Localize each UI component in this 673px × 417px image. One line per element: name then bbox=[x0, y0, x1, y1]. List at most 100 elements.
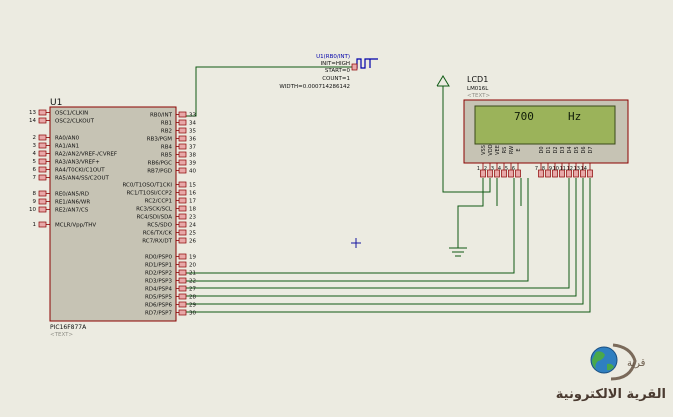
mcu-pin-label: RA2/AN2/VREF-/CVREF bbox=[55, 152, 117, 158]
mcu-pin-28[interactable] bbox=[178, 293, 187, 300]
mcu-pin-33[interactable] bbox=[178, 111, 187, 118]
mcu-pin-17[interactable] bbox=[178, 197, 187, 204]
wires bbox=[186, 66, 591, 313]
mcu-pin-21[interactable] bbox=[178, 269, 187, 276]
mcu-pin-39[interactable] bbox=[178, 159, 187, 166]
generator-pin bbox=[351, 63, 358, 71]
wire-rd7-d7[interactable] bbox=[186, 178, 591, 313]
mcu-pin-label: RD1/PSP1 bbox=[145, 263, 172, 269]
mcu-pin-40[interactable] bbox=[178, 167, 187, 174]
lcd-pin-14[interactable] bbox=[587, 169, 593, 178]
wire-vss[interactable] bbox=[457, 178, 484, 248]
lcd-module[interactable]: LCD1 LM016L <TEXT> 700 Hz VSS1VDD2VEE3RS… bbox=[463, 75, 629, 178]
lcd-pin-11[interactable] bbox=[566, 169, 572, 178]
lcd-pin-2[interactable] bbox=[487, 169, 493, 178]
mcu-pin-label: RB2 bbox=[161, 129, 172, 135]
lcd-pin-4[interactable] bbox=[501, 169, 507, 178]
pulse-generator[interactable]: U1(RB0/INT) INIT=HIGH START=0 COUNT=1 WI… bbox=[279, 54, 378, 90]
lcd-pin-5[interactable] bbox=[508, 169, 514, 178]
mcu-pin-18[interactable] bbox=[178, 205, 187, 212]
mcu-pin-26[interactable] bbox=[178, 237, 187, 244]
lcd-pin-number: 9 bbox=[549, 166, 552, 172]
lcd-pin-9[interactable] bbox=[552, 169, 558, 178]
mcu-pin-number: 39 bbox=[189, 161, 196, 167]
lcd-pin-6[interactable] bbox=[515, 169, 521, 178]
mcu-pin-number: 3 bbox=[33, 143, 37, 149]
wire-rb0-generator[interactable] bbox=[186, 66, 352, 117]
lcd-pin-13[interactable] bbox=[580, 169, 586, 178]
wire-rd3-e[interactable] bbox=[186, 178, 529, 282]
mcu-pin-number: 4 bbox=[33, 151, 37, 157]
lcd-pin-number: 4 bbox=[498, 166, 501, 172]
mcu-pin-5[interactable] bbox=[38, 158, 47, 165]
mcu-pin-13[interactable] bbox=[38, 109, 47, 116]
lcd-pin-number: 2 bbox=[484, 166, 487, 172]
lcd-pin-number: 1 bbox=[477, 166, 480, 172]
lcd-pin-label: D3 bbox=[560, 146, 566, 153]
lcd-pin-10[interactable] bbox=[559, 169, 565, 178]
mcu-pin-4[interactable] bbox=[38, 150, 47, 157]
lcd-pin-number: 8 bbox=[542, 166, 545, 172]
mcu-pin-number: 28 bbox=[189, 295, 196, 301]
lcd-pin-7[interactable] bbox=[538, 169, 544, 178]
mcu-pin-10[interactable] bbox=[38, 206, 47, 213]
mcu-pin-number: 16 bbox=[189, 191, 196, 197]
mcu-pin-label: RC4/SDI/SDA bbox=[137, 215, 173, 221]
mcu-pin-number: 14 bbox=[29, 118, 36, 124]
mcu-pin-38[interactable] bbox=[178, 151, 187, 158]
mcu-pin-36[interactable] bbox=[178, 135, 187, 142]
mcu-pin-15[interactable] bbox=[178, 181, 187, 188]
ground-symbol bbox=[449, 247, 467, 257]
mcu-pin-1[interactable] bbox=[38, 221, 47, 228]
lcd-pin-12[interactable] bbox=[573, 169, 579, 178]
lcd-pin-number: 7 bbox=[535, 166, 538, 172]
mcu-pin-20[interactable] bbox=[178, 261, 187, 268]
mcu-pin-27[interactable] bbox=[178, 285, 187, 292]
mcu-pin-label: RA3/AN3/VREF+ bbox=[55, 160, 100, 166]
wire-rd2-rs[interactable] bbox=[186, 178, 515, 274]
wire-vdd[interactable] bbox=[442, 86, 491, 193]
mcu-body bbox=[49, 106, 177, 322]
wire-rd6-d6[interactable] bbox=[186, 178, 584, 305]
mcu-pin-30[interactable] bbox=[178, 309, 187, 316]
mcu-pin-25[interactable] bbox=[178, 229, 187, 236]
wire-rd5-d5[interactable] bbox=[186, 178, 577, 297]
mcu-pin-34[interactable] bbox=[178, 119, 187, 126]
mcu-pin-2[interactable] bbox=[38, 134, 47, 141]
mcu-pin-3[interactable] bbox=[38, 142, 47, 149]
generator-param-init: INIT=HIGH bbox=[321, 61, 350, 67]
lcd-pin-number: 14 bbox=[581, 166, 587, 172]
mcu-pin-37[interactable] bbox=[178, 143, 187, 150]
mcu-pin-label: RC7/RX/DT bbox=[142, 239, 172, 245]
mcu-pin-8[interactable] bbox=[38, 190, 47, 197]
mcu-right-pins: 33RB0/INT34RB135RB236RB3/PGM37RB438RB539… bbox=[122, 111, 196, 317]
mcu-pin-9[interactable] bbox=[38, 198, 47, 205]
mcu-pin-number: 1 bbox=[33, 222, 37, 228]
lcd-pin-8[interactable] bbox=[545, 169, 551, 178]
mcu-pin-14[interactable] bbox=[38, 117, 47, 124]
lcd-pin-3[interactable] bbox=[494, 169, 500, 178]
lcd-pin-number: 3 bbox=[491, 166, 494, 172]
mcu-pin-22[interactable] bbox=[178, 277, 187, 284]
mcu-pin-19[interactable] bbox=[178, 253, 187, 260]
wire-rd4-d4[interactable] bbox=[186, 178, 570, 289]
lcd-display-value: 700 bbox=[514, 110, 534, 123]
mcu-pin-label: RB6/PGC bbox=[148, 161, 173, 167]
mcu-pin-6[interactable] bbox=[38, 166, 47, 173]
pulse-wave-icon bbox=[352, 58, 378, 69]
mcu-pin-16[interactable] bbox=[178, 189, 187, 196]
mcu-pin-23[interactable] bbox=[178, 213, 187, 220]
mcu-pin-label: RA1/AN1 bbox=[55, 144, 79, 150]
mcu-pin-label: RE0/AN5/RD bbox=[55, 192, 89, 198]
mcu-pin-label: RD0/PSP0 bbox=[145, 255, 173, 261]
mcu-pin-7[interactable] bbox=[38, 174, 47, 181]
lcd-pin-label: D7 bbox=[588, 146, 594, 153]
mcu-pin-29[interactable] bbox=[178, 301, 187, 308]
mcu-pin-label: RA5/AN4/SS/C2OUT bbox=[55, 176, 109, 182]
mcu-pin-35[interactable] bbox=[178, 127, 187, 134]
generator-param-count: COUNT=1 bbox=[322, 76, 350, 82]
mcu-pin-24[interactable] bbox=[178, 221, 187, 228]
lcd-pin-1[interactable] bbox=[480, 169, 486, 178]
